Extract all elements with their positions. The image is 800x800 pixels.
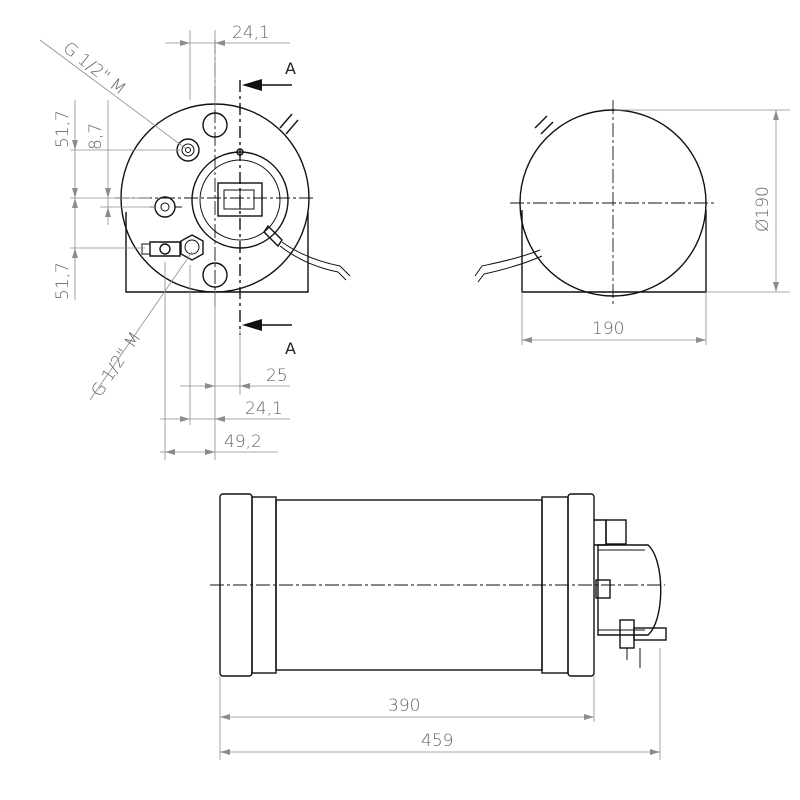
thread-top-label: G 1/2" M — [59, 38, 129, 99]
dim-body-length-390: 390 — [388, 696, 420, 716]
dim-width-190: 190 — [592, 319, 624, 339]
section-label-top: A — [285, 59, 296, 78]
dim-bottom-25: 25 — [266, 366, 288, 386]
dim-diameter-190: Ø190 — [753, 186, 773, 232]
dim-left-upper-51-7: 51,7 — [53, 110, 73, 148]
dim-bottom-49-2: 49,2 — [224, 432, 262, 452]
dim-left-lower-51-7: 51,7 — [53, 262, 73, 300]
dim-bottom-24-1: 24,1 — [245, 399, 283, 419]
thread-bottom-label: G 1/2" M — [88, 328, 146, 400]
dim-left-8-7: 8,7 — [86, 123, 106, 150]
front-view: A A 24,1 G 1/2" M 51,7 51,7 8,7 G 1/2" M — [39, 23, 351, 460]
side-view: Ø190 190 — [474, 100, 790, 345]
top-view: 390 459 — [210, 493, 667, 760]
section-label-bottom: A — [285, 339, 296, 358]
dim-top-24-1: 24,1 — [232, 23, 270, 43]
dim-total-length-459: 459 — [421, 731, 453, 751]
